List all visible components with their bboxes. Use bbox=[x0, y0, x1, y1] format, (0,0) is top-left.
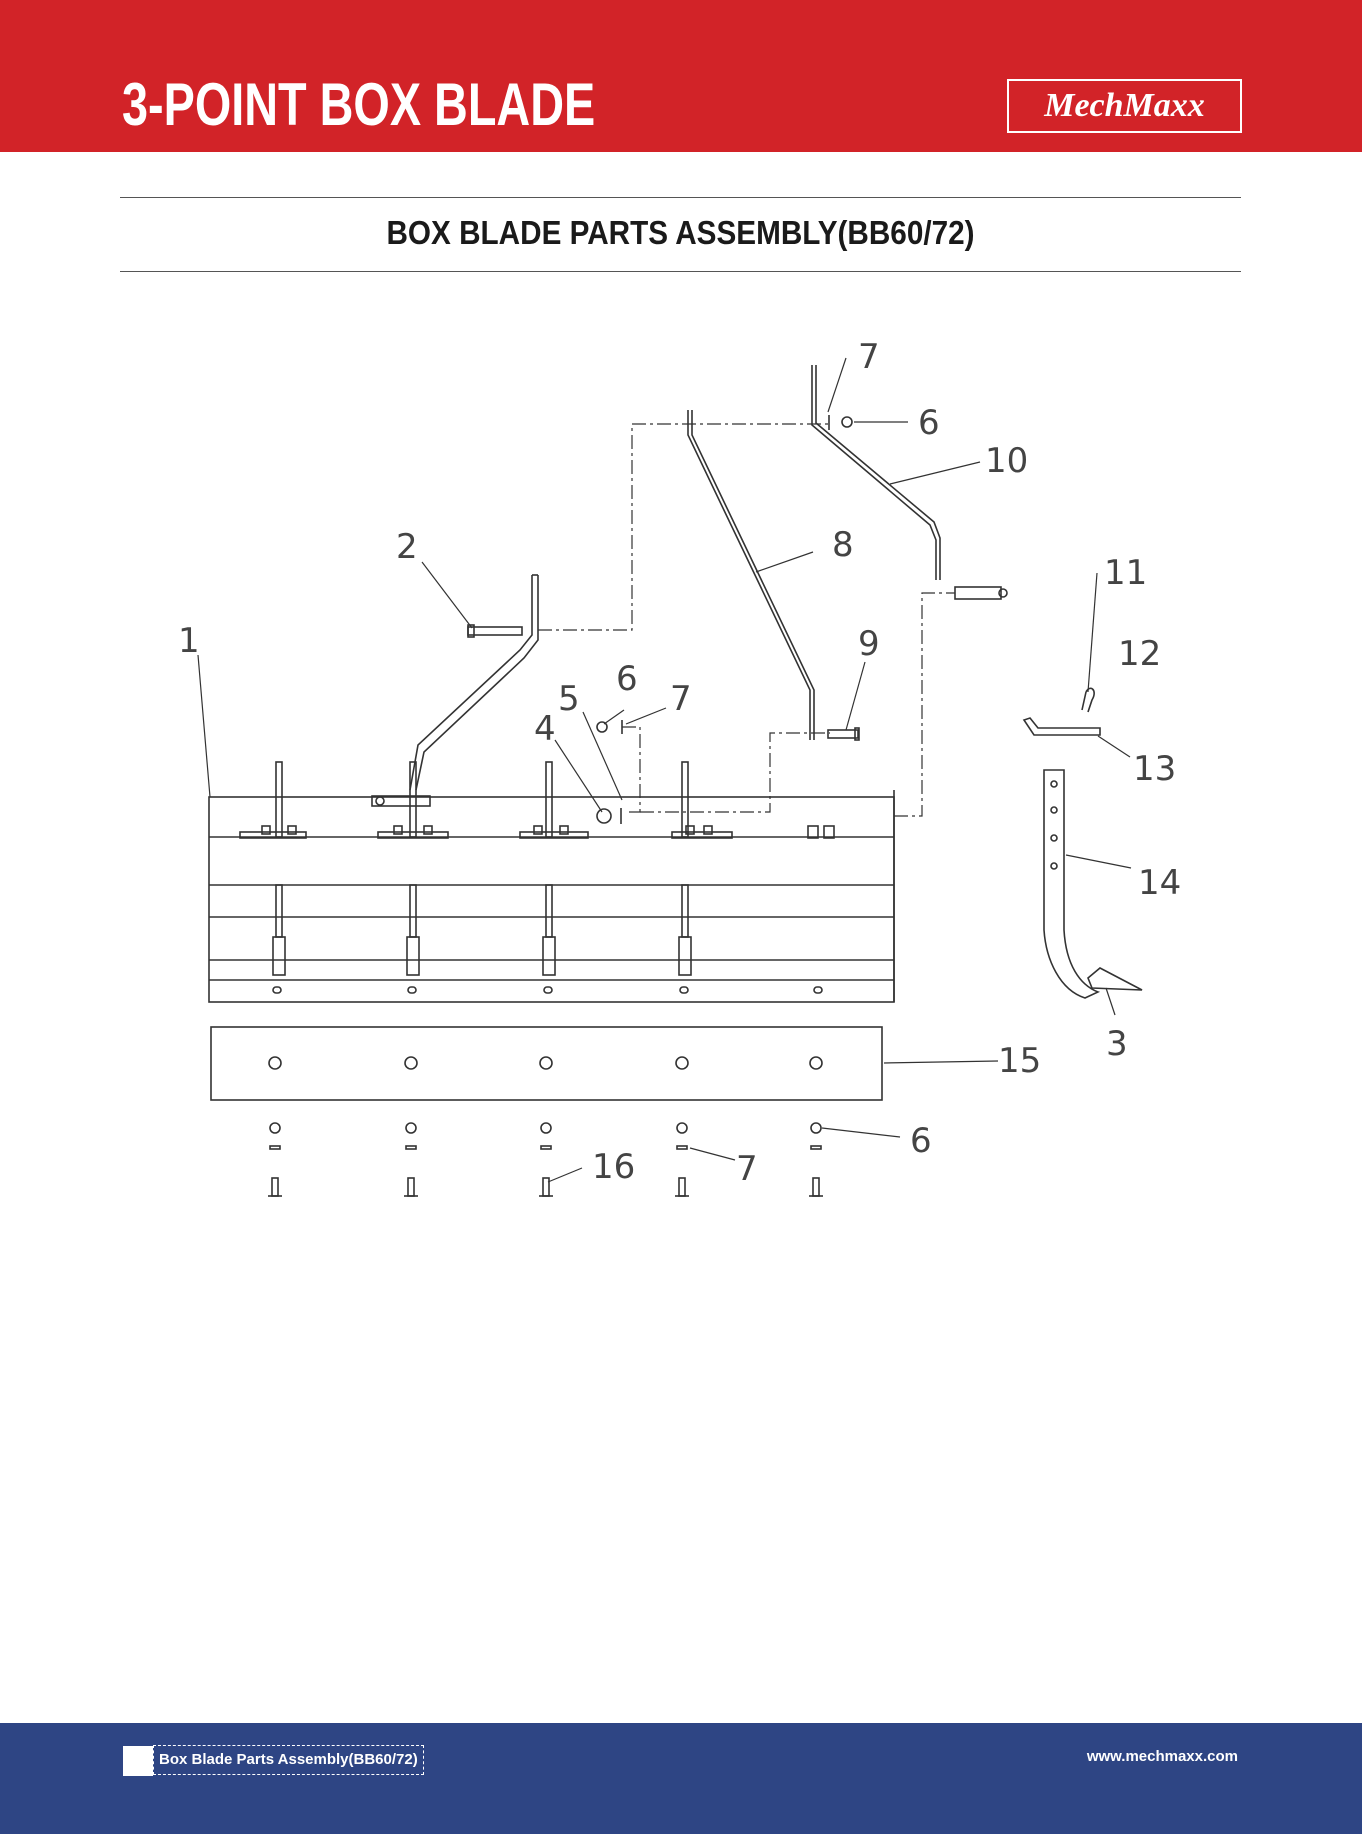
callout-7-bottom: 7 bbox=[736, 1149, 758, 1189]
callout-1: 1 bbox=[178, 621, 200, 661]
callout-14: 14 bbox=[1138, 863, 1181, 903]
callout-3: 3 bbox=[1106, 1024, 1128, 1064]
callout-10: 10 bbox=[985, 441, 1028, 481]
callout-12: 12 bbox=[1118, 634, 1161, 674]
tip-3 bbox=[1088, 968, 1142, 990]
footer-website[interactable]: www.mechmaxx.com bbox=[1087, 1748, 1238, 1765]
pin-9 bbox=[828, 730, 858, 738]
bar-8 bbox=[688, 410, 810, 740]
shank-14 bbox=[1044, 770, 1098, 998]
callout-13: 13 bbox=[1133, 749, 1176, 789]
callout-6-bottom: 6 bbox=[910, 1121, 932, 1161]
frame-slots bbox=[273, 987, 822, 993]
callout-9: 9 bbox=[858, 624, 880, 664]
page-footer bbox=[0, 1723, 1362, 1834]
pin-11 bbox=[955, 587, 1001, 599]
callout-4: 4 bbox=[534, 709, 556, 749]
frame-posts bbox=[273, 762, 691, 975]
callout-15: 15 bbox=[998, 1041, 1041, 1081]
callout-6-mid: 6 bbox=[616, 659, 638, 699]
parts-diagram: 1 2 3 4 5 6 6 6 7 7 7 8 9 10 11 12 13 14… bbox=[0, 0, 1362, 1300]
callout-7-mid: 7 bbox=[670, 679, 692, 719]
nut-4 bbox=[597, 809, 611, 823]
callout-2: 2 bbox=[396, 527, 418, 567]
bar-13 bbox=[1024, 718, 1100, 735]
callout-5: 5 bbox=[558, 679, 580, 719]
callout-16: 16 bbox=[592, 1147, 635, 1187]
callout-8: 8 bbox=[832, 525, 854, 565]
callout-6-top: 6 bbox=[918, 403, 940, 443]
footer-section-label: Box Blade Parts Assembly(BB60/72) bbox=[153, 1745, 424, 1775]
pin-2 bbox=[468, 627, 522, 635]
cutting-edge-15 bbox=[211, 1027, 882, 1100]
callout-7-top: 7 bbox=[858, 337, 880, 377]
leader-lines bbox=[198, 358, 1131, 1182]
hitch-arm-left bbox=[410, 575, 532, 790]
callout-11: 11 bbox=[1104, 553, 1147, 593]
footer-marker bbox=[123, 1746, 153, 1776]
